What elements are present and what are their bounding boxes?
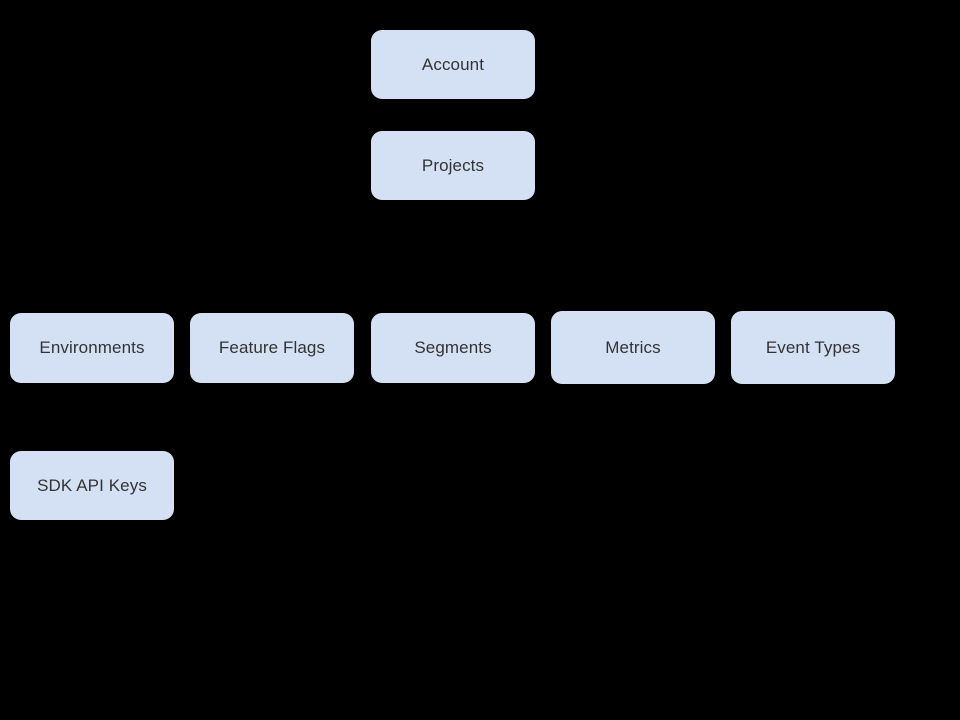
node-label-segments: Segments: [414, 338, 492, 357]
node-segments[interactable]: Segments: [371, 313, 535, 383]
node-metrics[interactable]: Metrics: [551, 311, 715, 384]
node-event-types[interactable]: Event Types: [731, 311, 895, 384]
node-environments[interactable]: Environments: [10, 313, 174, 383]
node-account[interactable]: Account: [371, 30, 535, 99]
node-label-metrics: Metrics: [605, 337, 661, 357]
node-sdk-api-keys[interactable]: SDK API Keys: [10, 451, 174, 520]
node-label-account: Account: [421, 54, 485, 74]
node-projects[interactable]: Projects: [371, 131, 535, 200]
node-feature-flags[interactable]: Feature Flags: [190, 313, 354, 383]
node-label-event-types: Event Types: [765, 337, 861, 357]
node-label-feature-flags: Feature Flags: [218, 338, 326, 357]
node-label-environments: Environments: [39, 338, 145, 357]
node-label-sdk-api-keys: SDK API Keys: [37, 475, 147, 495]
node-label-projects: Projects: [421, 155, 485, 175]
